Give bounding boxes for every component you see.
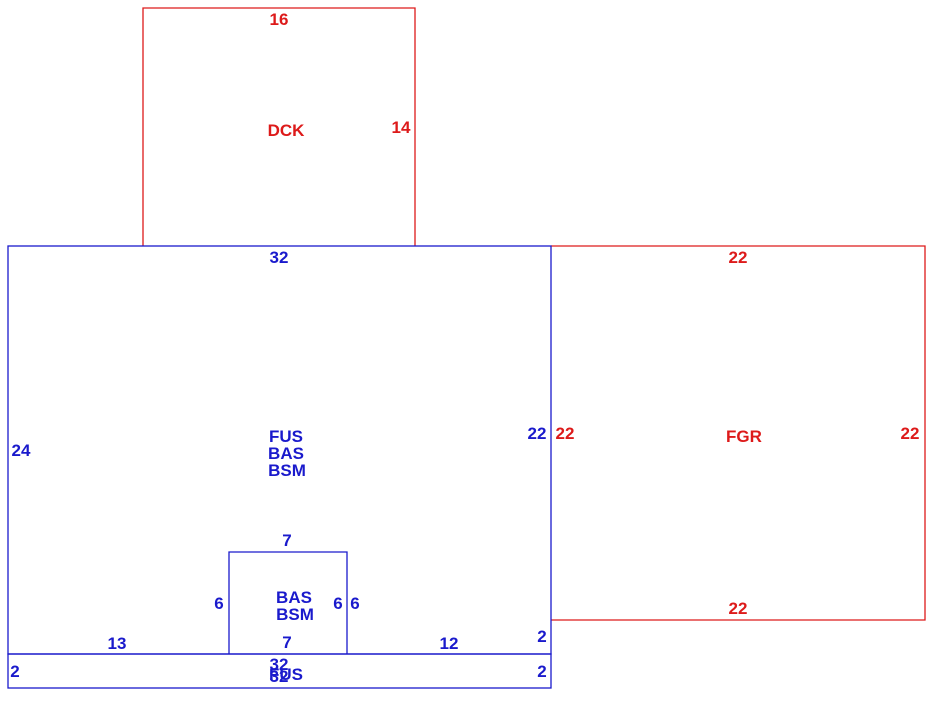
- strip-top-dimension: 32: [270, 655, 289, 674]
- main-bottom-left-dimension: 13: [108, 634, 127, 653]
- inner-right-dimension-inside: 6: [333, 594, 342, 613]
- main-bottom-right-dimension: 12: [440, 634, 459, 653]
- main-area-code-3: BSM: [268, 461, 306, 480]
- inner-area-code-2: BSM: [276, 605, 314, 624]
- main-area-code-1: FUS: [269, 427, 303, 446]
- garage-left-dimension: 22: [556, 424, 575, 443]
- inner-left-dimension: 6: [214, 594, 223, 613]
- main-right-dimension: 22: [528, 424, 547, 443]
- main-left-dimension: 24: [12, 441, 31, 460]
- inner-section-outline: [228, 551, 348, 654]
- inner-bottom-dimension: 7: [282, 633, 291, 652]
- garage-right-dimension: 22: [901, 424, 920, 443]
- inner-area-code-1: BAS: [276, 588, 312, 607]
- strip-area-code: FUS: [269, 665, 303, 684]
- main-corner-dimension: 2: [537, 627, 546, 646]
- main-top-dimension: 32: [270, 248, 289, 267]
- strip-left-dimension: 2: [10, 662, 19, 681]
- strip-right-dimension: 2: [537, 662, 546, 681]
- bottom-strip-outline: [7, 653, 552, 689]
- garage-outline: [551, 245, 926, 621]
- garage-bottom-dimension: 22: [729, 599, 748, 618]
- garage-label: FGR: [726, 427, 762, 446]
- inner-right-dimension-outside: 6: [350, 594, 359, 613]
- deck-right-dimension: 14: [392, 118, 411, 137]
- deck-label: DCK: [268, 121, 306, 140]
- deck-outline: [142, 7, 416, 246]
- deck-top-dimension: 16: [270, 10, 289, 29]
- inner-top-dimension: 7: [282, 531, 291, 550]
- strip-bottom-dimension: 32: [270, 667, 289, 686]
- garage-top-dimension: 22: [729, 248, 748, 267]
- main-area-code-2: BAS: [268, 444, 304, 463]
